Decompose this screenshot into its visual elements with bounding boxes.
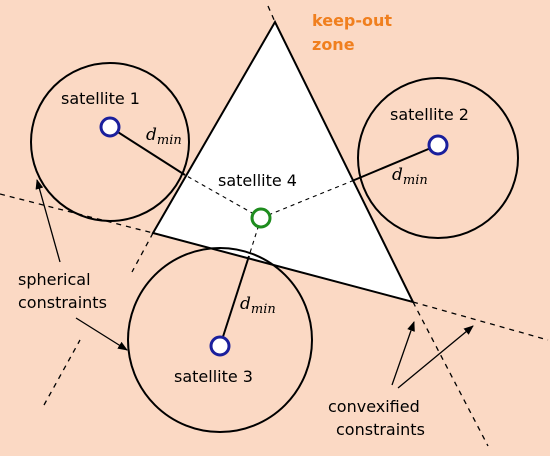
dmin-line-satellite-1 (109, 126, 186, 176)
ray-to-sat2-tangent (260, 180, 353, 219)
ray-to-sat3-tangent (248, 217, 262, 257)
center-rays (184, 174, 353, 257)
dmin-line-satellite-3 (219, 255, 250, 347)
keep-out-zone-label-line2: zone (312, 35, 355, 54)
satellite-1-label: satellite 1 (61, 89, 140, 108)
arrow-convexified-to-vertex (391, 321, 415, 386)
satellite-4-marker (250, 207, 272, 229)
feasible-region-triangle (151, 19, 415, 304)
dmin-label-3: dmin (240, 294, 276, 317)
convexified-constraints-label-line1: convexified (328, 397, 420, 416)
keep-out-zone-label-line1: keep-out (312, 11, 392, 30)
dmin-line-satellite-2 (351, 144, 439, 182)
dashed-line-right (412, 301, 549, 341)
spherical-constraints-label-line2: constraints (18, 293, 107, 312)
spherical-constraints-label-line1: spherical (18, 270, 91, 289)
dashed-line-right-bottom (412, 301, 489, 447)
satellite-1-marker (99, 116, 121, 138)
satellite-4-label: satellite 4 (218, 171, 297, 190)
sphere-satellite-3 (127, 247, 313, 433)
ray-to-sat1-tangent (184, 174, 262, 219)
arrow-spherical-to-sphere3 (75, 317, 128, 351)
arrow-spherical-to-sphere1 (35, 179, 61, 263)
sphere-satellite-1 (30, 62, 190, 222)
dashed-line-top (267, 5, 276, 23)
dmin-label-2: dmin (392, 165, 428, 188)
convexified-constraints-label-line2: constraints (336, 420, 425, 439)
satellite-2-label: satellite 2 (390, 105, 469, 124)
satellite-2-marker (427, 134, 449, 156)
convexified-constraint-lines (0, 5, 549, 447)
dashed-line-left-bottom (131, 232, 154, 273)
dmin-label-1: dmin (146, 125, 182, 148)
satellite-3-marker (209, 335, 231, 357)
satellite-3-label: satellite 3 (174, 367, 253, 386)
sphere-satellite-2 (357, 77, 519, 239)
arrow-convexified-to-line (397, 325, 474, 389)
annotation-arrows (35, 179, 474, 389)
dashed-line-left (0, 193, 154, 234)
dashed-line-lower-left (43, 339, 81, 406)
dmin-segments (109, 126, 439, 347)
